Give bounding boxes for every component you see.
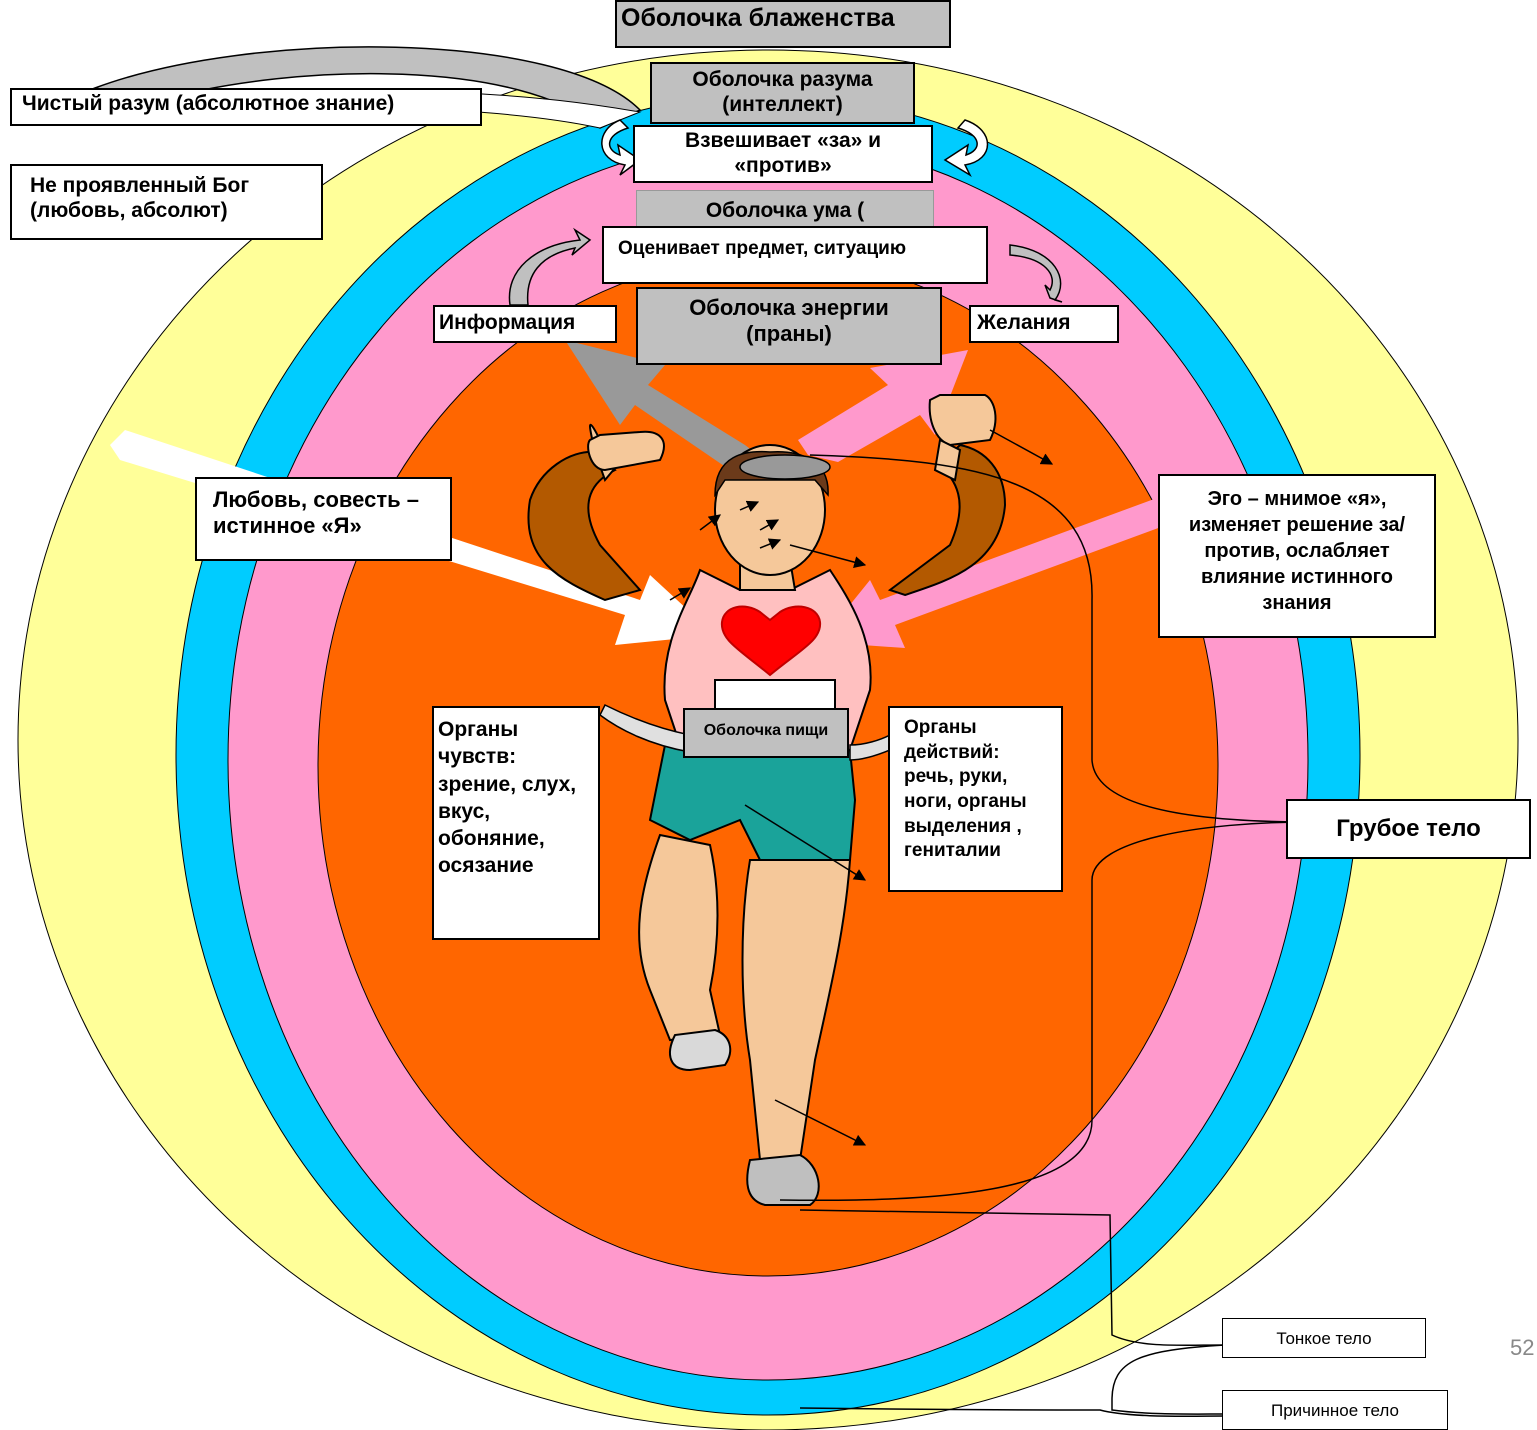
information-big-arrow — [565, 340, 758, 470]
pointer-arrow — [759, 538, 782, 550]
information-curl-arrow — [508, 227, 592, 306]
pointer-arrow — [789, 544, 867, 569]
pointer-arrow — [774, 1099, 867, 1146]
intellect-sheath-label: Оболочка разума (интеллект) — [650, 62, 915, 124]
gross-body-label: Грубое тело — [1286, 799, 1531, 859]
bliss-sheath-label: Оболочка блаженства — [615, 0, 951, 48]
weighs-label: Взвешивает «за» и «против» — [633, 125, 933, 183]
desires-curl-arrow — [1009, 244, 1063, 303]
weigh-right-curl-arrow — [943, 119, 989, 177]
gross-body-connector-upper — [809, 454, 1311, 823]
subtle-body-connector — [799, 1209, 1226, 1347]
pointer-arrow — [759, 519, 780, 531]
pointer-arrow — [989, 429, 1054, 465]
ego-pink-arrow — [820, 495, 1180, 648]
ego-label: Эго – мнимое «я», изменяет решение за/пр… — [1158, 474, 1436, 638]
sense-organs-label: Органы чувств: зрение, слух, вкус, обоня… — [432, 706, 600, 940]
pure-mind-label: Чистый разум (абсолютное знание) — [10, 88, 482, 126]
pointer-arrow — [669, 587, 692, 601]
heart-icon — [720, 605, 822, 677]
pointer-arrow — [699, 514, 721, 531]
causal-body-connector-lower — [799, 1407, 1226, 1417]
causal-body-label: Причинное тело — [1222, 1390, 1448, 1430]
pointer-arrow — [739, 500, 760, 512]
energy-sheath-label: Оболочка энергии (праны) — [636, 287, 942, 365]
love-conscience-label: Любовь, совесть – истинное «Я» — [195, 477, 452, 561]
evaluates-label: Оценивает предмет, ситуацию — [602, 226, 988, 284]
unmanifest-god-label: Не проявленный Бог (любовь, абсолют) — [10, 164, 323, 240]
desires-big-arrow — [798, 350, 968, 462]
desires-label: Желания — [969, 305, 1119, 343]
pure-mind-curved-arrow — [92, 46, 642, 129]
weigh-left-curl-arrow — [601, 119, 642, 176]
subtle-body-label: Тонкое тело — [1222, 1318, 1426, 1358]
page-number: 52 — [1510, 1335, 1535, 1360]
pointer-arrow — [744, 804, 867, 881]
causal-body-connector-upper — [1111, 1344, 1226, 1415]
action-organs-label: Органы действий: речь, руки, ноги, орган… — [888, 706, 1063, 892]
food-sheath-label: Оболочка пищи — [683, 708, 849, 758]
gross-body-connector-lower — [779, 821, 1311, 1202]
information-label: Информация — [433, 305, 617, 343]
